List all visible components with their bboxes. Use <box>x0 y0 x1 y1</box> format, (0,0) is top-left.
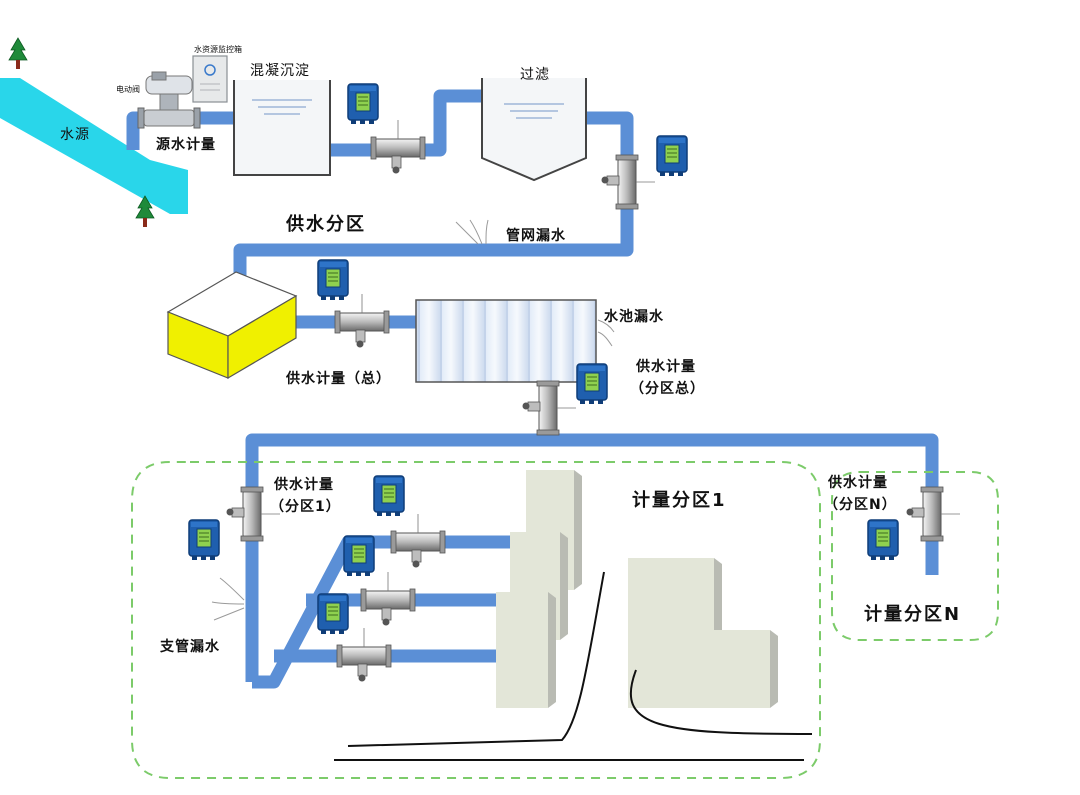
filter-tank <box>481 78 587 182</box>
leak-spray-icon <box>597 319 615 347</box>
tree-icon <box>8 37 28 70</box>
supply-zone-total-label-2: （分区总） <box>630 381 705 397</box>
flow-sensor-icon <box>360 571 416 626</box>
building-icon <box>496 592 556 708</box>
flow-sensor-icon <box>370 119 426 174</box>
supply-total-label: 供水计量（总） <box>286 371 391 387</box>
flow-sensor-icon <box>906 486 961 542</box>
flow-meter-icon <box>343 535 375 577</box>
supply-zone-total-label-1: 供水计量 <box>636 359 696 375</box>
flow-meter-icon <box>317 259 349 301</box>
zone1-meter-label-1: 供水计量 <box>274 477 334 493</box>
flow-meter-icon <box>347 83 379 125</box>
flow-sensor-icon <box>522 380 577 436</box>
clear-water-reservoir <box>166 271 298 380</box>
source-metering-label: 源水计量 <box>156 137 216 153</box>
coagulation-label: 混凝沉淀 <box>250 63 310 79</box>
metering-zone-1-border <box>131 461 821 779</box>
flow-meter-icon <box>373 475 405 517</box>
pool-leak-label: 水池漏水 <box>604 309 664 325</box>
electric-valve-label: 电动阀 <box>116 85 140 94</box>
coagulation-tank <box>233 80 331 176</box>
flow-meter-icon <box>867 519 899 561</box>
storage-pool <box>415 299 597 383</box>
flow-sensor-icon <box>601 154 656 210</box>
metering-zone-n-title: 计量分区N <box>864 604 962 625</box>
water-source-label: 水源 <box>60 127 90 143</box>
flow-sensor-icon <box>390 513 446 568</box>
control-cabinet-label: 水资源监控箱 <box>194 45 242 54</box>
filtration-label: 过滤 <box>520 67 550 83</box>
branch-leak-label: 支管漏水 <box>160 639 220 655</box>
river <box>0 78 188 214</box>
valve-icon <box>137 71 201 129</box>
flow-meter-icon <box>317 593 349 635</box>
roads <box>334 571 813 761</box>
metering-zone-1-title: 计量分区1 <box>632 490 727 511</box>
zoneN-meter-label-1: 供水计量 <box>828 475 888 491</box>
leak-spray-icon <box>455 219 489 245</box>
building-icon <box>628 558 722 708</box>
supply-zone-title: 供水分区 <box>286 214 366 235</box>
flow-sensor-icon <box>334 293 390 348</box>
zoneN-meter-label-2: （分区N） <box>824 497 897 513</box>
flow-meter-icon <box>576 363 608 405</box>
zone1-meter-label-2: （分区1） <box>270 499 341 515</box>
flow-sensor-icon <box>336 627 392 682</box>
leak-spray-icon <box>211 577 245 621</box>
flow-meter-icon <box>188 519 220 561</box>
metering-zone-n-border <box>831 471 999 641</box>
control-cabinet-icon <box>192 55 228 103</box>
building-icon <box>714 630 778 708</box>
network-leak-label: 管网漏水 <box>506 228 566 244</box>
flow-meter-icon <box>656 135 688 177</box>
